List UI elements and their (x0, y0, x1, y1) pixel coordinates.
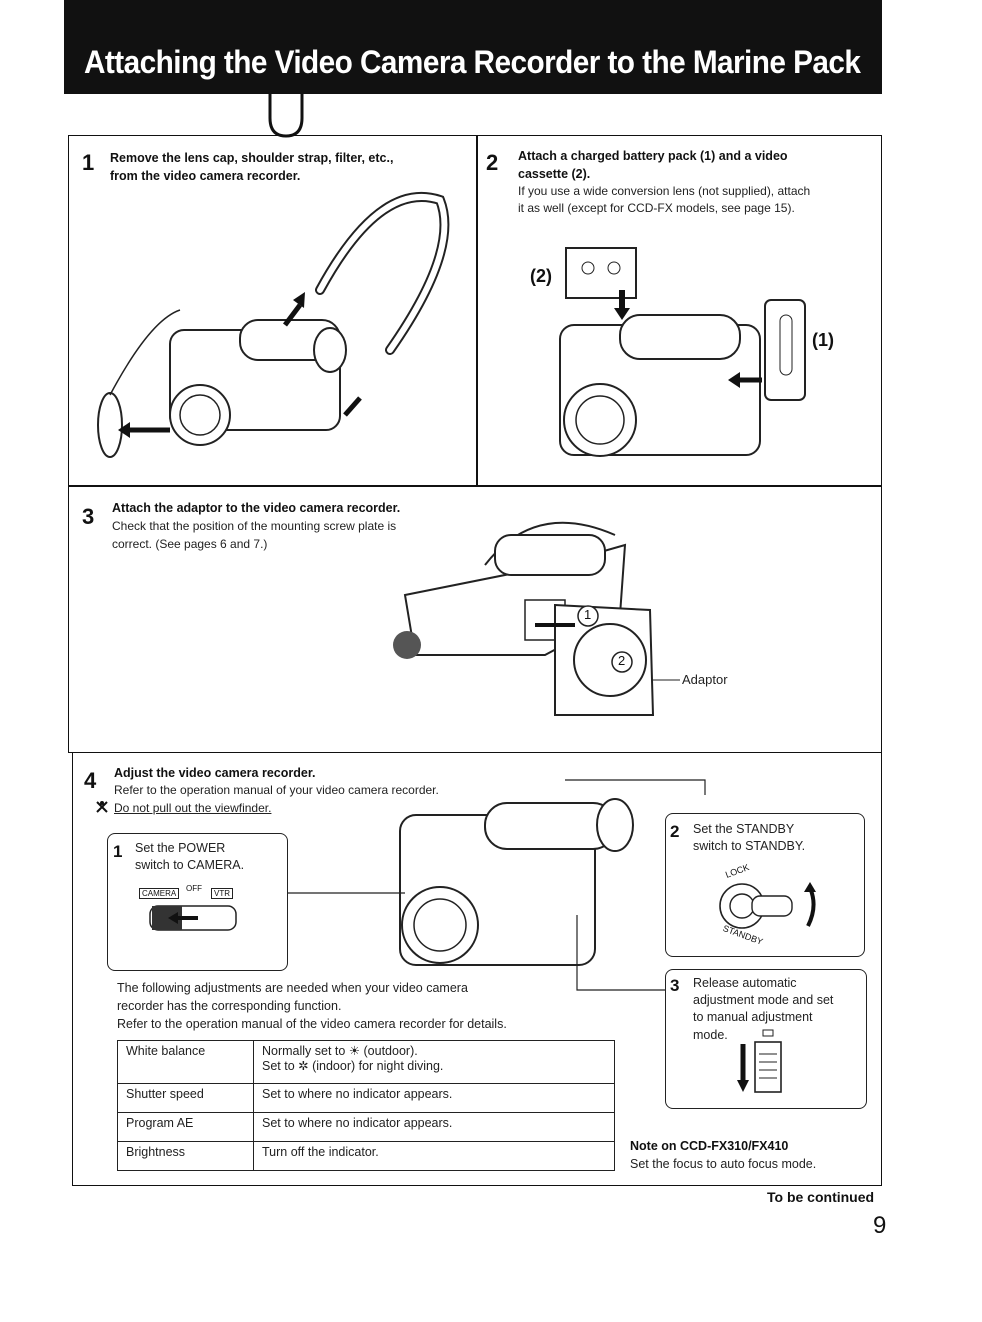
manual-adjust-switch-icon (737, 1029, 782, 1093)
substep-1-number: 1 (113, 842, 123, 861)
substep-1-box (107, 833, 288, 971)
caution-icon (96, 801, 108, 813)
substep-3-number: 3 (670, 976, 680, 995)
table-cell-value-line2: Set to ✲ (indoor) for night diving. (262, 1059, 444, 1073)
substep-1-line1: Set the POWER (135, 841, 226, 855)
note-text: Set the focus to auto focus mode. (630, 1157, 817, 1171)
adaptor-circle-1-label: 1 (584, 607, 592, 622)
substep-1-line2: switch to CAMERA. (135, 858, 245, 872)
table-cell-name: Brightness (117, 1141, 254, 1171)
step-3-text-line2: correct. (See pages 6 and 7.) (112, 537, 268, 551)
step-3-number: 3 (82, 504, 95, 529)
substep-3-line4: mode. (693, 1028, 728, 1042)
table-cell-name: Shutter speed (117, 1083, 254, 1113)
warning-text: Do not pull out the viewfinder. (114, 801, 272, 815)
step-4-panel (72, 752, 882, 1186)
table-row: Program AE Set to where no indicator app… (117, 1112, 615, 1142)
table-cell-value: Normally set to ☀ (outdoor). Set to ✲ (i… (253, 1040, 615, 1084)
table-cell-name: Program AE (117, 1112, 254, 1142)
table-cell-name: White balance (117, 1040, 254, 1084)
substep-2-box (665, 813, 865, 957)
substep-2-line1: Set the STANDBY (693, 822, 795, 836)
standby-switch-icon (719, 882, 816, 929)
camera-strap-illustration (97, 191, 450, 458)
adaptor-label: Adaptor (682, 672, 728, 687)
adjustments-para-line1: The following adjustments are needed whe… (117, 981, 468, 995)
table-row: Shutter speed Set to where no indicator … (117, 1083, 615, 1113)
table-cell-value: Set to where no indicator appears. (253, 1083, 615, 1113)
step-2-title-line2: cassette (2). (518, 167, 591, 181)
table-cell-value-line1: Normally set to ☀ (outdoor). (262, 1044, 418, 1058)
step-2-panel (476, 135, 882, 487)
step-4-text: Refer to the operation manual of your vi… (114, 783, 439, 797)
step-4-title: Adjust the video camera recorder. (114, 766, 316, 780)
adjustments-table: White balance Normally set to ☀ (outdoor… (117, 1040, 615, 1171)
substep-3-line3: to manual adjustment (693, 1010, 813, 1024)
page-header: Attaching the Video Camera Recorder to t… (64, 0, 882, 94)
step-4-number: 4 (84, 768, 97, 793)
adaptor-circle-1 (577, 605, 599, 627)
substep-2-number: 2 (670, 822, 680, 841)
to-be-continued: To be continued (767, 1189, 875, 1205)
cassette-label: (2) (530, 266, 552, 286)
battery-label: (1) (812, 330, 834, 350)
power-vtr-label: VTR (211, 888, 233, 899)
table-cell-value: Turn off the indicator. (253, 1141, 615, 1171)
step-1-title-line1: Remove the lens cap, shoulder strap, fil… (110, 151, 394, 165)
adaptor-circle-2-label: 2 (618, 653, 626, 668)
power-camera-label: CAMERA (139, 888, 180, 899)
step-2-number: 2 (486, 150, 499, 175)
step-1-title-line2: from the video camera recorder. (110, 169, 301, 183)
adjustments-para-line2: recorder has the corresponding function. (117, 999, 342, 1013)
hanger-icon (268, 92, 304, 138)
table-row: Brightness Turn off the indicator. (117, 1141, 615, 1171)
note-title: Note on CCD-FX310/FX410 (630, 1139, 789, 1153)
step-3-text-line1: Check that the position of the mounting … (112, 519, 397, 533)
step-3-title: Attach the adaptor to the video camera r… (112, 501, 401, 515)
step-1-panel (68, 135, 478, 487)
battery-cassette-illustration (559, 247, 806, 457)
substep-2-line2: switch to STANDBY. (693, 839, 806, 853)
step-1-number: 1 (82, 150, 95, 175)
step-2-text-line2: it as well (except for CCD-FX models, se… (518, 201, 795, 215)
table-cell-value: Set to where no indicator appears. (253, 1112, 615, 1142)
adaptor-circle-2 (611, 651, 633, 673)
adjustments-para-line3: Refer to the operation manual of the vid… (117, 1017, 507, 1031)
power-switch-icon (149, 905, 237, 931)
camcorder-illustration (285, 779, 706, 991)
step-2-text-line1: If you use a wide conversion lens (not s… (518, 184, 811, 198)
power-off-label: OFF (186, 884, 202, 893)
page-number: 9 (873, 1212, 887, 1239)
substep-3-line1: Release automatic (693, 976, 797, 990)
step-2-title-line1: Attach a charged battery pack (1) and a … (518, 149, 788, 163)
table-row: White balance Normally set to ☀ (outdoor… (117, 1040, 615, 1084)
adaptor-leader-line (652, 679, 680, 681)
adaptor-illustration (393, 521, 655, 716)
page-title: Attaching the Video Camera Recorder to t… (84, 44, 861, 80)
substep-3-line2: adjustment mode and set (693, 993, 834, 1007)
